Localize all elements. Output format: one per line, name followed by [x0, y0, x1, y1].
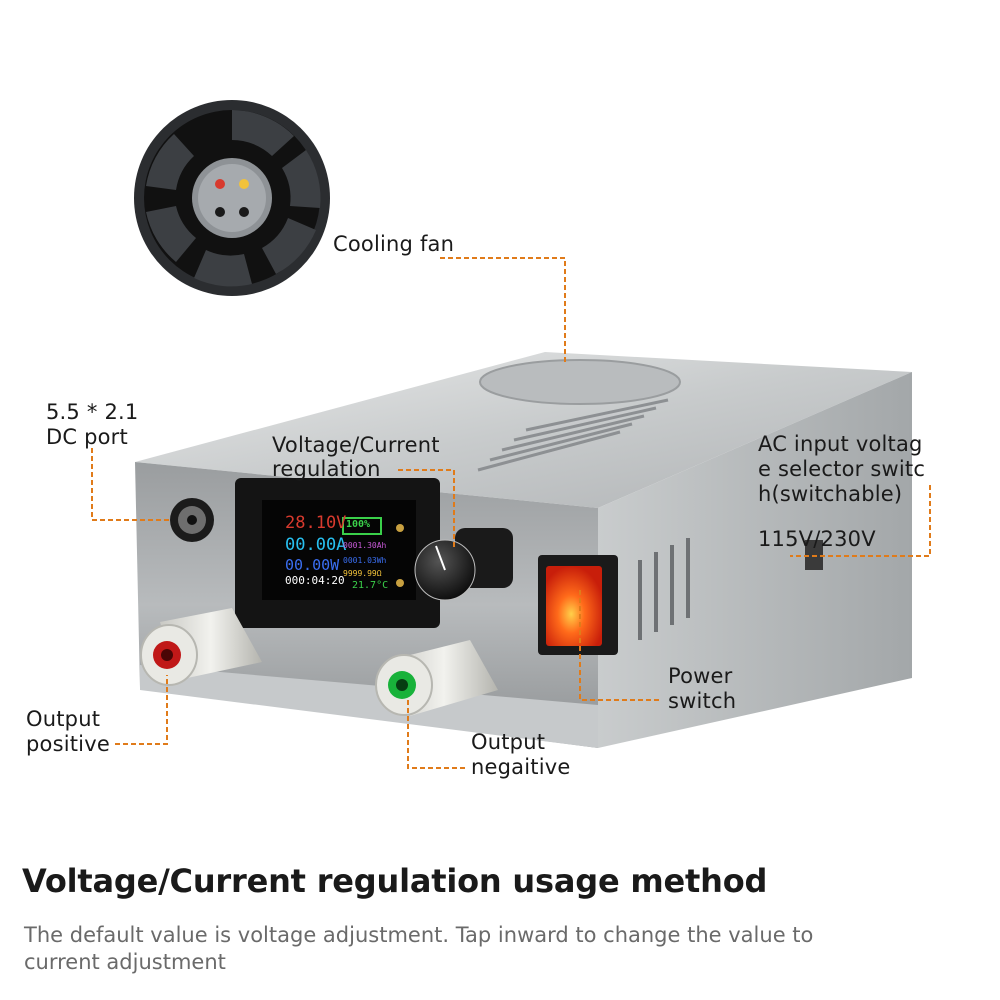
output-positive-label-line2: positive [26, 732, 110, 756]
lcd-voltage: 28.10V [285, 513, 347, 533]
lcd-power: 00.00W [285, 556, 340, 574]
power-switch [538, 555, 618, 655]
side-vent-slots [638, 538, 690, 640]
power-switch-label-line2: switch [668, 689, 737, 713]
dc-port-label-line2: DC port [46, 425, 128, 449]
dc-port-label-line1: 5.5 * 2.1 [46, 400, 139, 424]
cooling-fan-label: Cooling fan [333, 232, 455, 256]
regulation-knob [414, 528, 513, 601]
lcd-temperature: 21.7°C [352, 580, 389, 591]
ac-selector-label-line3: h(switchable) [758, 482, 903, 506]
positive-binding-post [140, 608, 262, 686]
fan-blade-slots [146, 110, 321, 287]
usage-description-line2: current adjustment [24, 950, 226, 974]
ac-selector-label-line2: e selector switc [758, 457, 926, 481]
dc-port [170, 498, 214, 542]
leader-lines [91, 257, 931, 769]
regulation-label-line1: Voltage/Current [272, 433, 440, 457]
power-switch-label-line1: Power [668, 664, 733, 688]
usage-description-line1: The default value is voltage adjustment.… [24, 923, 814, 947]
lcd-resistance: 9999.99Ω [343, 569, 382, 578]
negative-binding-post [375, 640, 498, 716]
lcd-capacity: 0001.30Ah [343, 541, 387, 550]
output-negative-label-line1: Output [471, 730, 546, 754]
output-negative-label-line2: negaitive [471, 755, 571, 779]
lcd-timer: 000:04:20 [285, 574, 345, 587]
ac-selector-label-line1: AC input voltag [758, 432, 923, 456]
usage-description: The default value is voltage adjustment.… [24, 922, 924, 976]
lcd-current: 00.00A [285, 535, 347, 555]
cooling-fan [134, 100, 330, 296]
top-vent-slots [477, 398, 669, 472]
output-positive-label-line1: Output [26, 707, 101, 731]
lcd-battery: 100% [346, 519, 371, 530]
ac-selector-value: 115V/230V [758, 527, 876, 551]
lcd-display [235, 478, 440, 628]
usage-heading: Voltage/Current regulation usage method [22, 862, 768, 900]
regulation-label-line2: regulation [272, 457, 381, 481]
lcd-energy: 0001.03Wh [343, 556, 387, 565]
